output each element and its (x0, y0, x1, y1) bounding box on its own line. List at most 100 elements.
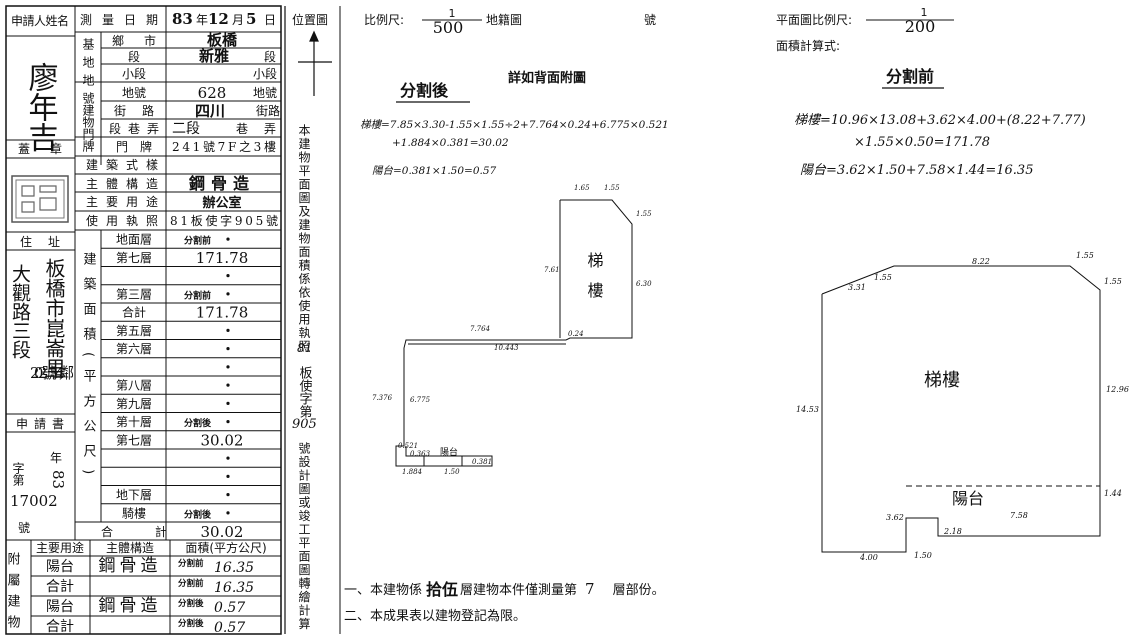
after-ref: 詳如背面附圖 (508, 70, 586, 86)
address-line3: 202號14鄰 (30, 364, 74, 382)
after-dim: 1.55 (636, 210, 652, 218)
structure-value: 鋼骨造 (188, 174, 255, 193)
annex-note: 分割後 (178, 618, 204, 629)
doorplate-label: 門牌 (116, 140, 152, 154)
floor-label: 第三層 (116, 287, 152, 301)
floor-label: 合計 (122, 305, 146, 320)
floor-label: 地面層 (116, 233, 152, 247)
doc-char-label: 字第 (11, 461, 25, 486)
address-label: 住址 (20, 235, 60, 249)
before-formula3: 陽台=3.62×1.50+7.58×1.44=16.35 (800, 163, 1033, 178)
plan-scale-num: 1 (921, 6, 928, 19)
floor-label: 第五層 (116, 324, 152, 338)
after-dim: 7.61 (544, 266, 560, 274)
applicant-label: 申請人姓名 (11, 13, 69, 28)
doc-number: 17002 (10, 492, 58, 510)
before-formula1: 梯樓=10.96×13.08+3.62×4.00+(8.22+7.77) (794, 113, 1086, 128)
cad-scale-num: 1 (449, 7, 456, 20)
floor-area-value: 171.78 (196, 249, 249, 267)
floor-empty-dot (226, 401, 230, 405)
before-dim: 1.55 (1076, 251, 1094, 260)
after-dim: 0.521 (398, 442, 418, 450)
before-dim: 1.55 (874, 273, 892, 282)
form-grid (5, 5, 282, 635)
floor-note: 分割後 (184, 508, 212, 520)
floor-label: 第七層 (116, 433, 152, 447)
floor-empty-dot (226, 420, 230, 424)
annex-header-structure: 主體構造 (106, 541, 154, 555)
street-value: 四川 (195, 102, 225, 120)
subsection-label: 小段 (122, 66, 146, 81)
floor-note: 分割後 (184, 417, 212, 429)
floor-empty-dot (226, 365, 230, 369)
annex-use: 合計 (46, 619, 74, 635)
street-label: 街路 (114, 103, 154, 118)
seal-stamp-icon (11, 175, 69, 223)
after-dim: 0.363 (410, 450, 431, 458)
annex-area: 0.57 (214, 600, 245, 616)
before-dim: 14.53 (796, 405, 819, 414)
survey-year: 83 (172, 10, 193, 28)
before-dim: 1.44 (1104, 489, 1122, 498)
location-label: 位置圖 (292, 12, 328, 27)
town-label: 鄉市 (112, 33, 156, 48)
address-line1: 板橋市崑崙里 (42, 258, 66, 378)
note-2: 二、本成果表以建物登記為限。 (344, 608, 526, 624)
area-group-label: 建築面積(平方公尺) (81, 252, 97, 486)
total-label: 合計 (101, 524, 167, 539)
before-dim: 7.58 (1010, 511, 1028, 520)
day-label: 日 (264, 13, 276, 27)
floor-empty-dot (226, 237, 230, 241)
before-dim: 3.62 (886, 513, 904, 522)
lane-label: 段巷弄 (109, 121, 159, 136)
year-label: 年 (196, 13, 208, 27)
after-formula3: 陽台=0.381×1.50=0.57 (372, 165, 497, 177)
before-dim: 8.22 (972, 257, 990, 266)
annex-note: 分割後 (178, 598, 204, 609)
after-room-label: 梯樓 (585, 252, 604, 312)
floor-empty-dot (226, 456, 230, 460)
after-dim: 0.381 (472, 458, 492, 466)
lot-number: 628 (198, 84, 227, 102)
after-dim: 1.884 (402, 468, 422, 476)
floor-label: 第十層 (116, 415, 152, 429)
section-value: 新雅 (199, 47, 229, 65)
svg-text:本建物平面圖及建物面積係依使用執照: 本建物平面圖及建物面積係依使用執照 (297, 124, 311, 354)
svg-text:板使字第: 板使字第 (297, 366, 313, 418)
license-label: 使用執照 (86, 213, 158, 228)
annex-area: 16.35 (214, 560, 254, 576)
application-label: 申請書 (16, 417, 64, 431)
floor-empty-dot (226, 511, 230, 515)
month-label: 月 (232, 13, 244, 27)
lane-unit: 巷弄 (236, 122, 276, 136)
annex-use: 陽台 (46, 599, 74, 615)
base-group-label: 基地地號 (81, 38, 95, 110)
doorplate-value: 241號7F之3樓 (172, 139, 276, 154)
plan-calc-label: 面積計算式: (776, 38, 840, 53)
street-unit: 街路 (256, 103, 280, 118)
before-dim: 2.18 (943, 527, 962, 536)
after-dim: 6.775 (410, 396, 431, 404)
total-value: 30.02 (201, 523, 244, 541)
floor-label: 第七層 (116, 251, 152, 265)
after-dim: 1.50 (444, 468, 460, 476)
floor-empty-dot (226, 328, 230, 332)
before-room-label: 梯樓 (924, 370, 960, 391)
after-title: 分割後 (400, 81, 449, 100)
before-dim: 1.55 (1104, 277, 1122, 286)
structure-label: 主體構造 (86, 177, 158, 191)
floor-label: 第九層 (116, 397, 152, 411)
before-dim: 3.31 (848, 283, 866, 292)
survey-month: 12 (208, 10, 229, 28)
after-balcony-label: 陽台 (440, 446, 458, 458)
plan-scale-label: 平面圖比例尺: (776, 13, 852, 27)
cad-scale-den: 500 (433, 18, 464, 37)
floor-label: 第六層 (116, 342, 152, 356)
after-dim: 1.65 (574, 184, 590, 192)
annex-area: 0.57 (214, 620, 245, 636)
